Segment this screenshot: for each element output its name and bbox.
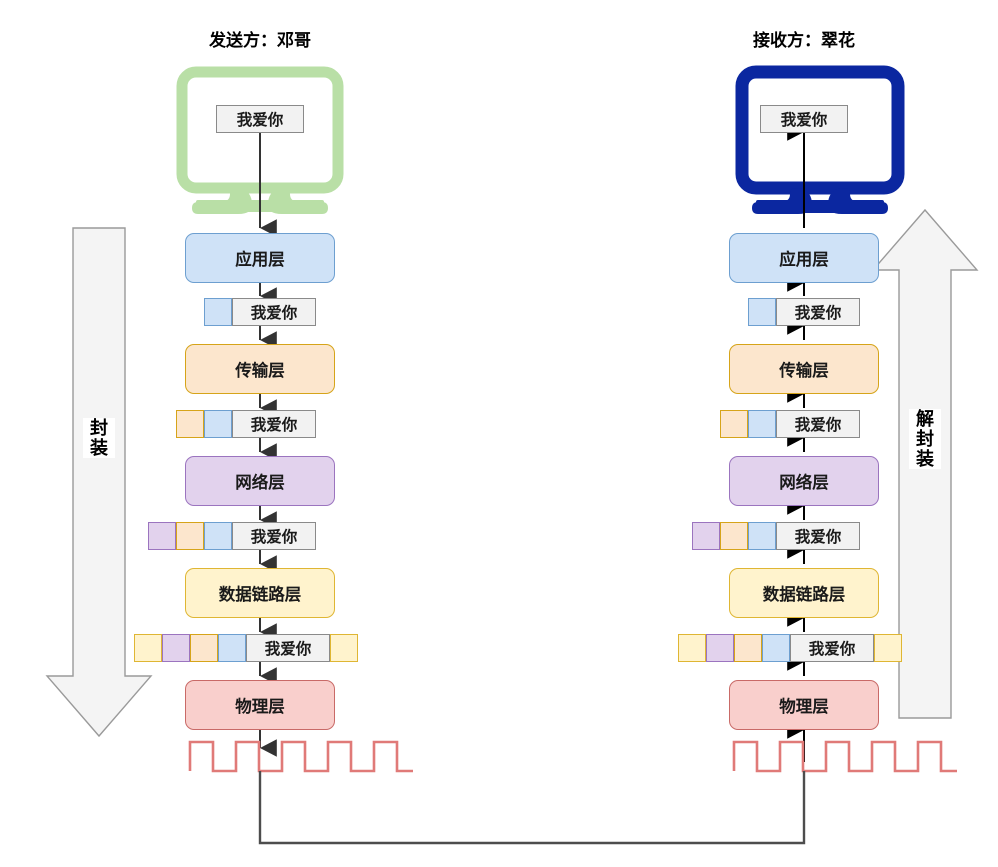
receiver-title: 接收方：翠花 <box>753 31 855 50</box>
layer-label: 网络层 <box>779 474 829 492</box>
frame-header-segment <box>134 634 162 662</box>
sender-layer-datalink[interactable]: 数据链路层 <box>185 568 335 618</box>
app-header-segment <box>218 634 246 662</box>
pdu-payload: 我爱你 <box>246 634 330 662</box>
encapsulation-label: 封 装 <box>83 418 115 459</box>
layer-label: 物理层 <box>235 698 285 716</box>
app-header-segment <box>748 298 776 326</box>
transport-header-segment <box>734 634 762 662</box>
sender-pdu-network: 我爱你 <box>148 522 316 550</box>
frame-header-segment <box>678 634 706 662</box>
receiver-pdu-transport: 我爱你 <box>720 410 860 438</box>
transport-header-segment <box>176 410 204 438</box>
app-header-segment <box>204 410 232 438</box>
layer-label: 数据链路层 <box>218 586 302 604</box>
transport-header-segment <box>720 522 748 550</box>
sender-layer-physical[interactable]: 物理层 <box>185 680 335 730</box>
receiver-layer-application[interactable]: 应用层 <box>729 233 879 283</box>
receiver-layer-datalink[interactable]: 数据链路层 <box>729 568 879 618</box>
sender-pdu-datalink: 我爱你 <box>134 634 358 662</box>
sender-pdu-transport: 我爱你 <box>176 410 316 438</box>
sender-layer-application[interactable]: 应用层 <box>185 233 335 283</box>
layer-label: 传输层 <box>235 362 285 380</box>
receiver-layer-network[interactable]: 网络层 <box>729 456 879 506</box>
receiver-layer-physical[interactable]: 物理层 <box>729 680 879 730</box>
receiver-layer-transport[interactable]: 传输层 <box>729 344 879 394</box>
physical-medium-link <box>258 771 806 845</box>
network-header-segment <box>692 522 720 550</box>
pdu-payload: 我爱你 <box>232 522 316 550</box>
layer-label: 数据链路层 <box>762 586 846 604</box>
layer-label: 应用层 <box>235 251 285 269</box>
app-header-segment <box>204 298 232 326</box>
app-header-segment <box>748 410 776 438</box>
frame-trailer-segment <box>874 634 902 662</box>
pdu-payload: 我爱你 <box>232 410 316 438</box>
network-header-segment <box>162 634 190 662</box>
app-header-segment <box>748 522 776 550</box>
transport-header-segment <box>720 410 748 438</box>
receiver-pdu-application: 我爱你 <box>748 298 860 326</box>
transport-header-segment <box>190 634 218 662</box>
frame-trailer-segment <box>330 634 358 662</box>
transport-header-segment <box>176 522 204 550</box>
encapsulation-arrow <box>45 227 153 738</box>
network-header-segment <box>148 522 176 550</box>
sender-layer-transport[interactable]: 传输层 <box>185 344 335 394</box>
receiver-pdu-datalink: 我爱你 <box>678 634 902 662</box>
layer-label: 传输层 <box>779 362 829 380</box>
sender-signal-wave <box>188 740 413 773</box>
sender-title: 发送方：邓哥 <box>209 31 311 50</box>
sender-layer-network[interactable]: 网络层 <box>185 456 335 506</box>
pdu-payload: 我爱你 <box>776 410 860 438</box>
pdu-payload: 我爱你 <box>232 298 316 326</box>
app-header-segment <box>204 522 232 550</box>
pdu-payload: 我爱你 <box>776 522 860 550</box>
network-header-segment <box>706 634 734 662</box>
sender-pdu-application: 我爱你 <box>204 298 316 326</box>
pdu-payload: 我爱你 <box>776 298 860 326</box>
receiver-pdu-network: 我爱你 <box>692 522 860 550</box>
layer-label: 物理层 <box>779 698 829 716</box>
sender-screen-message: 我爱你 <box>216 105 304 133</box>
receiver-signal-wave <box>732 740 957 773</box>
receiver-monitor-icon <box>735 65 905 214</box>
pdu-payload: 我爱你 <box>790 634 874 662</box>
layer-label: 网络层 <box>235 474 285 492</box>
app-header-segment <box>762 634 790 662</box>
decapsulation-label: 解 封 装 <box>909 409 941 470</box>
receiver-screen-message: 我爱你 <box>760 105 848 133</box>
layer-label: 应用层 <box>779 251 829 269</box>
